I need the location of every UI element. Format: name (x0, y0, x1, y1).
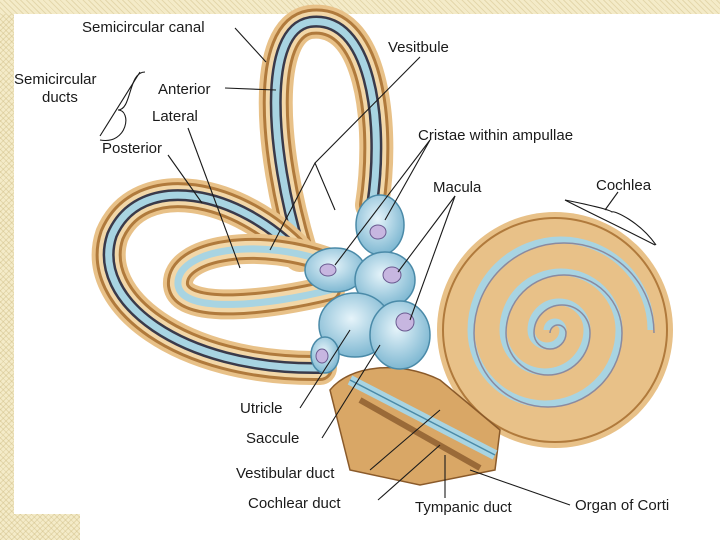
cochlear-base (329, 366, 501, 486)
label-vestibular-duct: Vestibular duct (236, 465, 335, 482)
bracket-cochlea (564, 199, 657, 246)
cristae-and-maculae (315, 224, 415, 364)
label-semicircular-canal: Semicircular canal (82, 19, 205, 36)
label-saccule: Saccule (246, 430, 299, 447)
label-lateral: Lateral (152, 108, 198, 125)
decorative-border-top (0, 0, 720, 14)
lateral-canal (163, 234, 350, 320)
label-organ-of-corti: Organ of Corti (575, 497, 669, 514)
posterior-canal (91, 178, 337, 386)
cochlea (437, 212, 673, 448)
label-tympanic-duct: Tympanic duct (415, 499, 513, 516)
label-vestibule: Vesitbule (388, 39, 449, 56)
label-cristae: Cristae within ampullae (418, 127, 573, 144)
leader-lines (99, 27, 656, 506)
label-semicircular-ducts-1: Semicircular (14, 71, 97, 88)
label-semicircular-ducts-2: ducts (42, 89, 78, 106)
label-posterior: Posterior (102, 140, 162, 157)
vestibule (304, 194, 431, 374)
anterior-canal (258, 4, 394, 267)
bracket-semicircular-ducts (99, 71, 146, 141)
label-cochlear-duct: Cochlear duct (248, 495, 341, 512)
label-utricle: Utricle (240, 400, 283, 417)
label-cochlea: Cochlea (596, 177, 652, 194)
label-macula: Macula (433, 179, 482, 196)
label-anterior: Anterior (158, 81, 211, 98)
